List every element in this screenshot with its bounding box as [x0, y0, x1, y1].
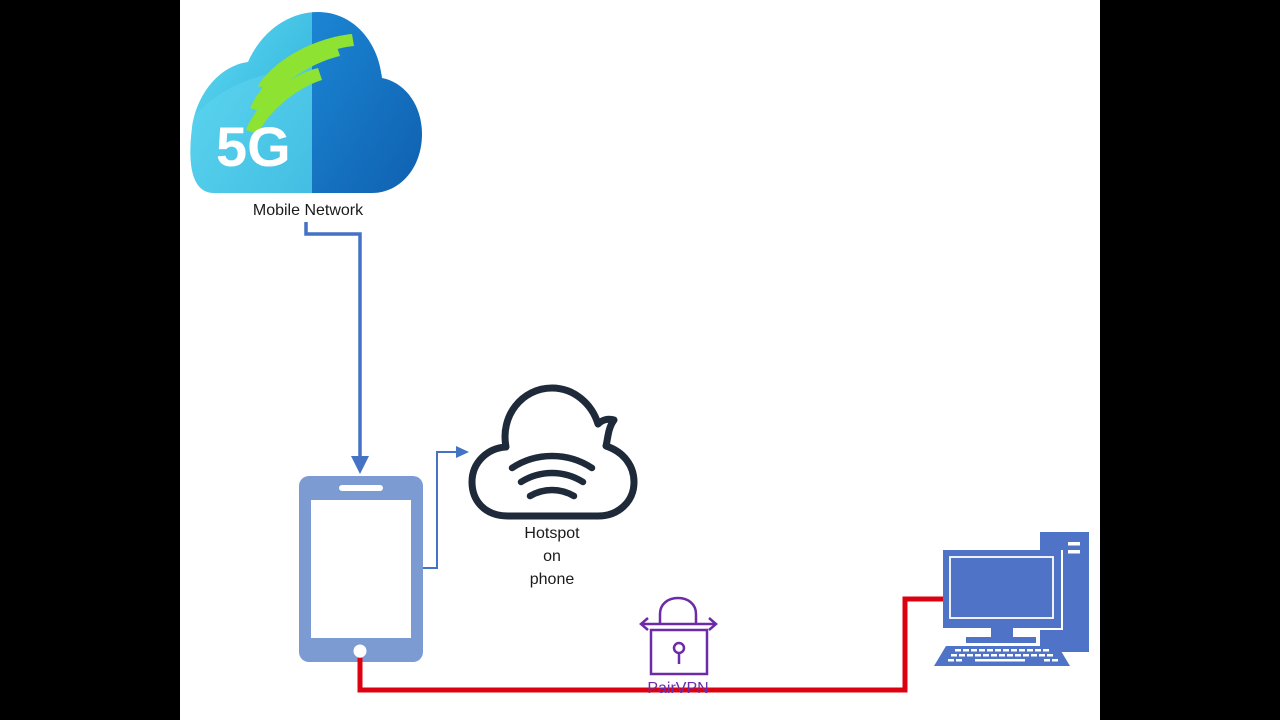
- mobile-network-label: Mobile Network: [252, 202, 364, 219]
- wifi-waves-icon: [508, 452, 596, 500]
- pairvpn-label: PairVPN: [647, 680, 709, 697]
- vpn-lock-icon: [639, 596, 718, 676]
- network-to-phone-connector: [304, 222, 369, 474]
- hotspot-cloud-icon: [468, 384, 638, 520]
- hotspot-label-line: phone: [529, 571, 575, 588]
- five-g-badge: 5G: [216, 115, 291, 178]
- signal-arcs-icon: [246, 34, 354, 134]
- desktop-computer-icon: [934, 532, 1089, 666]
- hotspot-label-line: Hotspot: [524, 525, 580, 542]
- mobile-network-cloud-icon: 5G: [190, 12, 422, 193]
- phone-icon: [299, 476, 423, 662]
- phone-to-hotspot-connector: [423, 446, 469, 569]
- hotspot-label-line: on: [543, 548, 561, 565]
- hotspot-label: Hotspot on phone: [492, 522, 612, 591]
